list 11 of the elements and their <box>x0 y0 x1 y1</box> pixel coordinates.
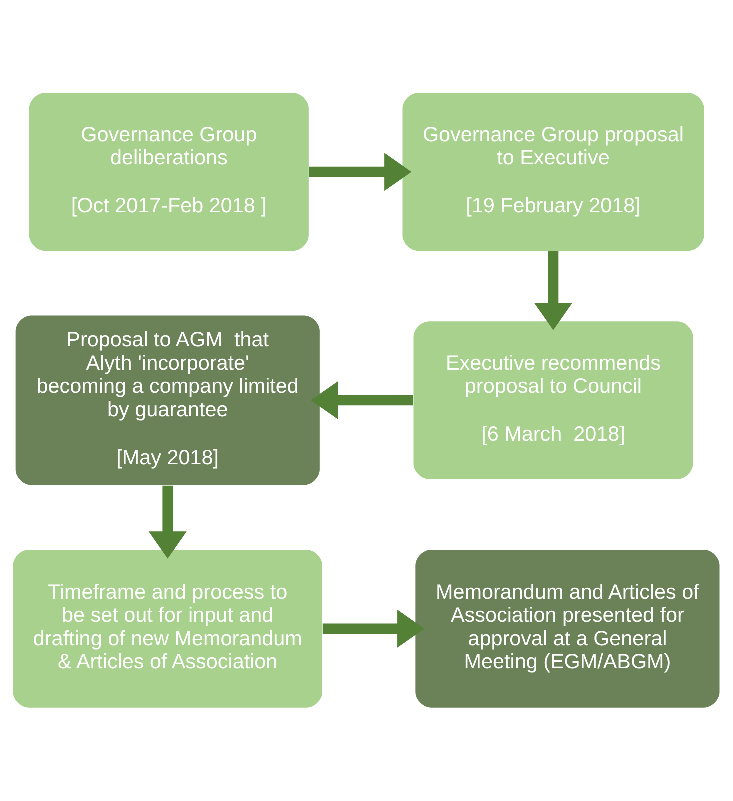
arrow <box>534 251 572 330</box>
node-box: Executive recommends proposal to Council [6 March 2018] <box>414 322 694 480</box>
node-box: Memorandum and Articles of Association presented for approval at a General Meeting (EGM/ABGM) <box>416 550 720 708</box>
node-box: Proposal to AGM that Alyth 'incorporate' becoming a company limited by guarantee [May 2018] <box>16 316 320 486</box>
arrow <box>148 486 187 559</box>
node-box: Governance Group proposal to Executive [19 February 2018] <box>402 93 704 252</box>
arrow <box>310 382 414 420</box>
arrow <box>322 610 425 648</box>
arrow <box>309 153 412 192</box>
node-box: Timeframe and process to be set out for input and drafting of new Memorandum & Articles of Association <box>13 550 322 708</box>
node-box: Governance Group deliberations [Oct 2017-Feb 2018 ] <box>29 93 309 252</box>
